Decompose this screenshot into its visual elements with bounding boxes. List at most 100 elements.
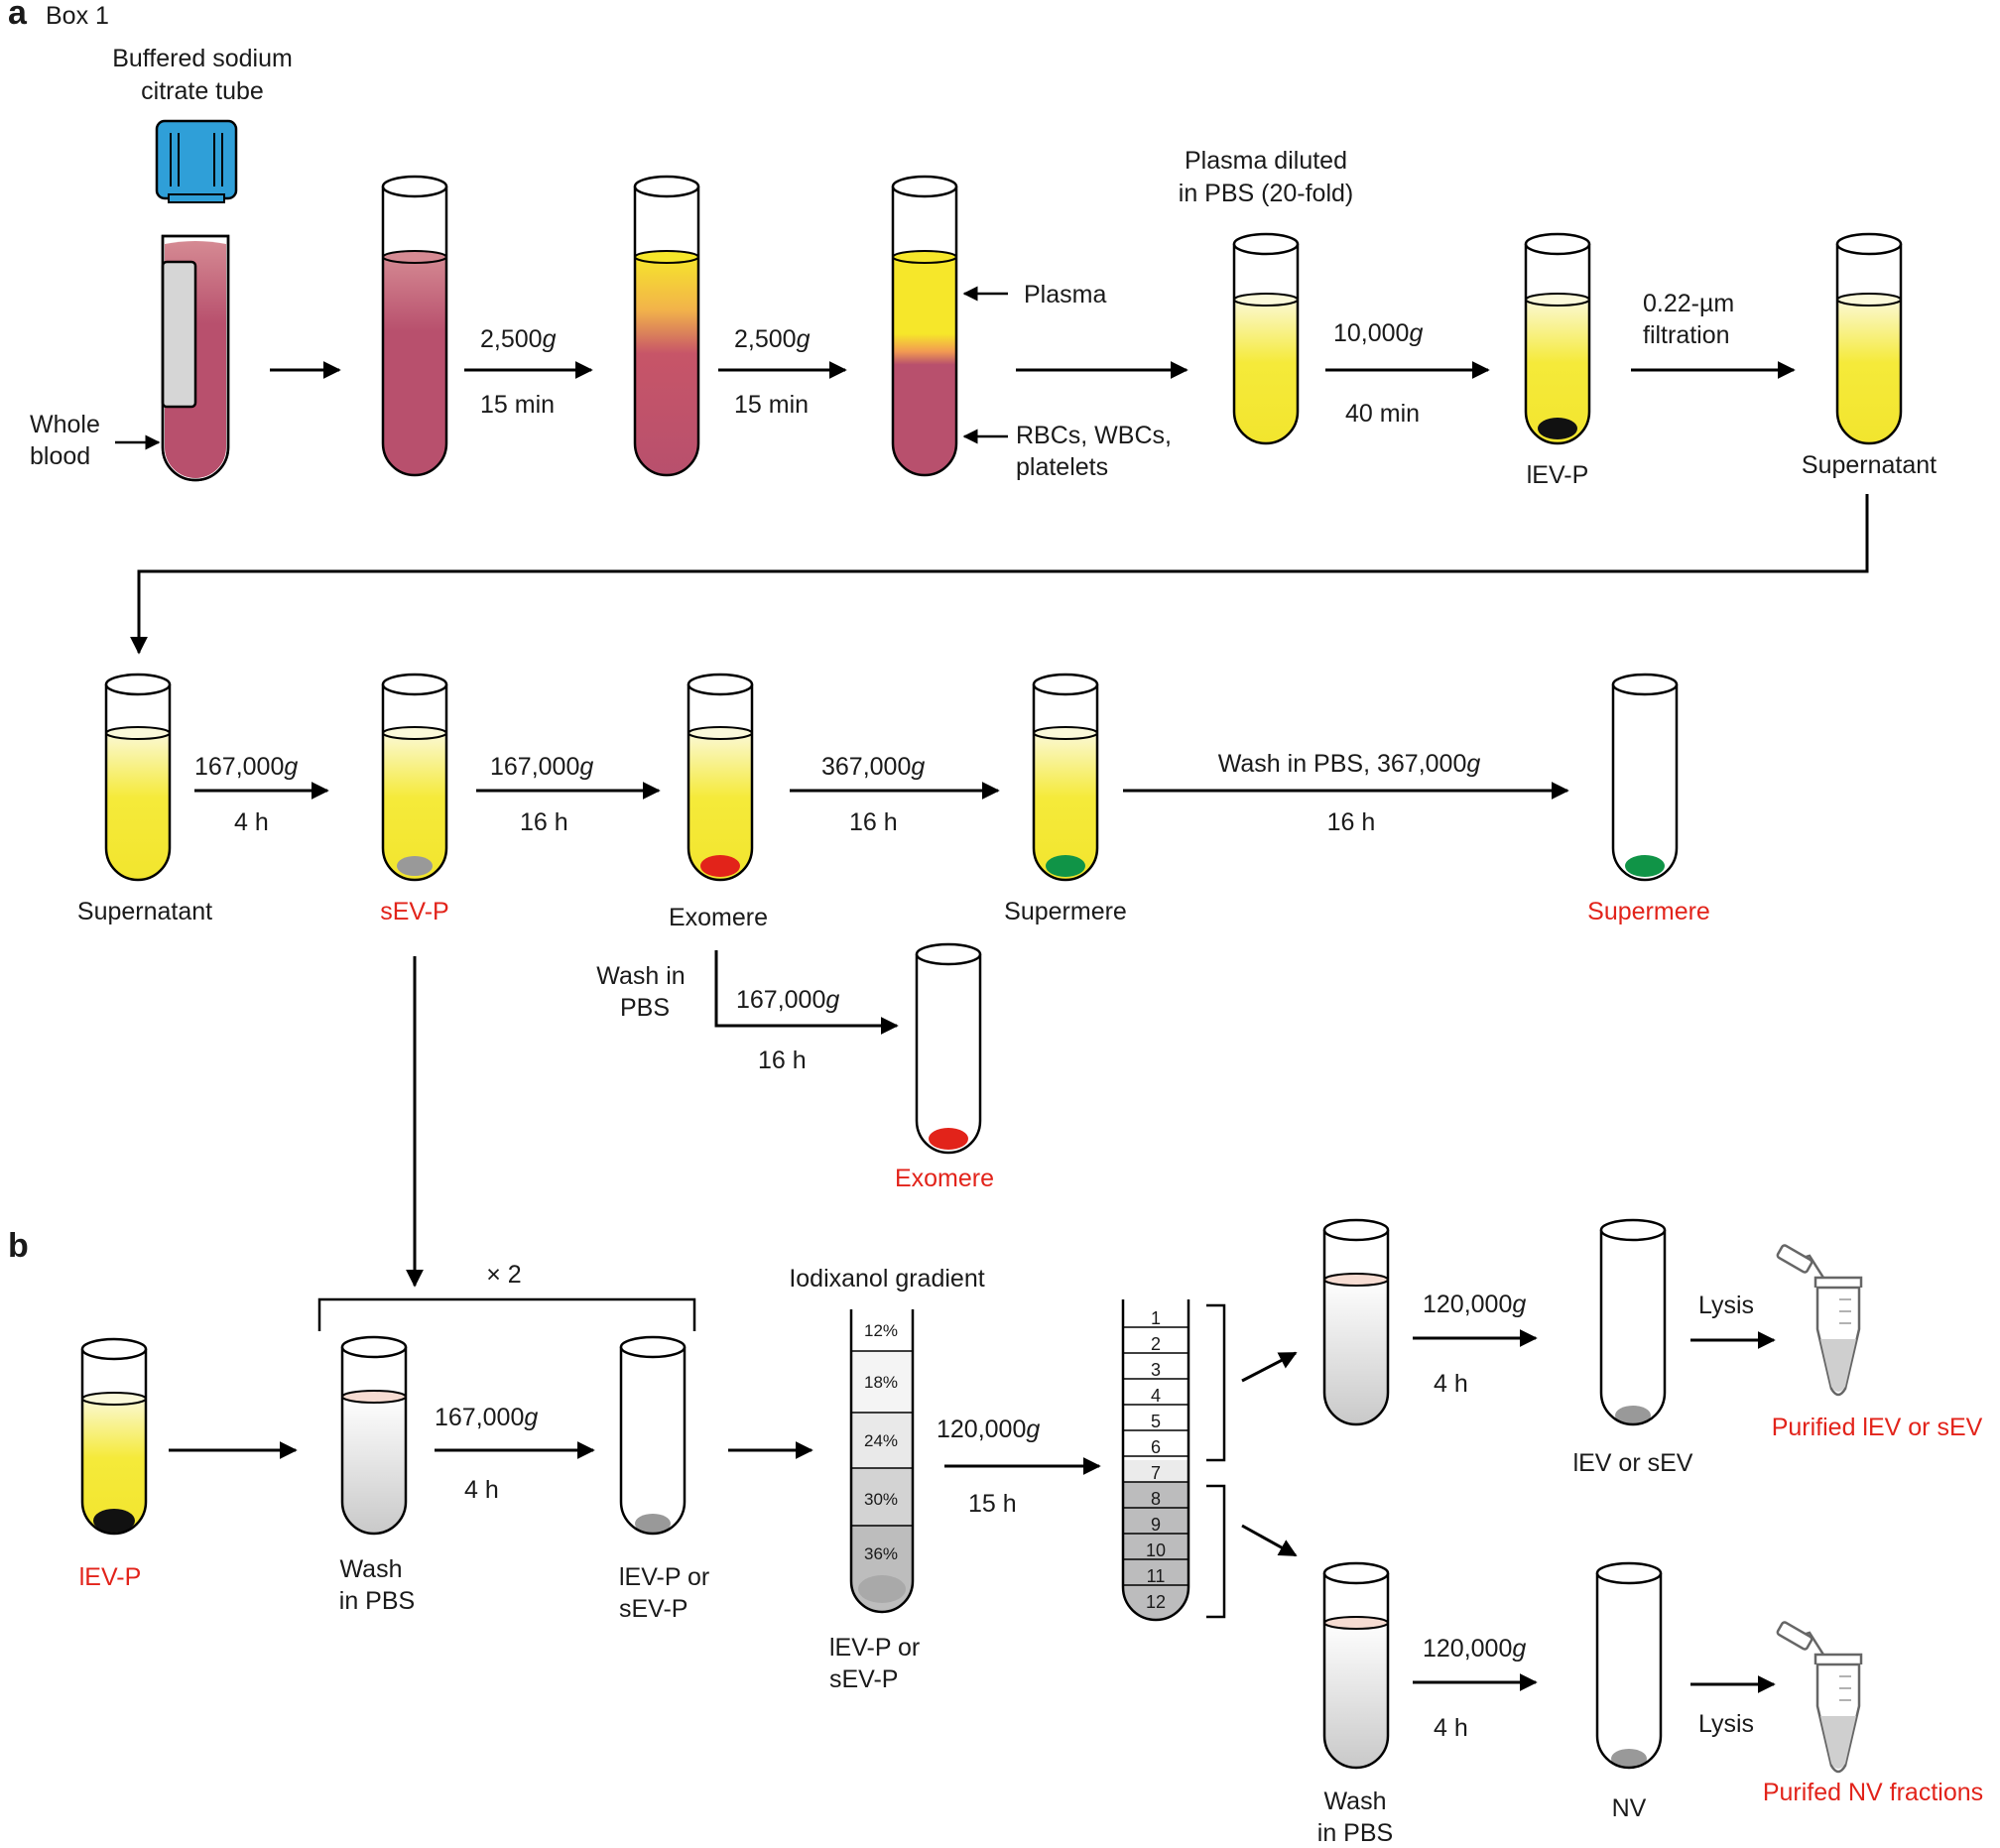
diluted-line1: Plasma diluted [1185, 147, 1347, 175]
fraction-12: 12 [1146, 1592, 1166, 1612]
spin1-force: 2,500g [480, 325, 557, 353]
tube-supermere [1032, 673, 1099, 882]
tube-sev-pellet [381, 673, 448, 882]
whole-blood-line2: blood [30, 442, 90, 470]
panel-a-letter: a [8, 0, 28, 32]
exomere-final-label: Exomere [895, 1165, 994, 1192]
whole-blood-line1: Whole [30, 411, 100, 438]
fraction-9: 9 [1151, 1515, 1161, 1535]
b-spin2-force: 120,000g [937, 1416, 1040, 1443]
lysis-bottom-label: Lysis [1698, 1710, 1754, 1738]
spin4-time: 4 h [234, 808, 269, 836]
spin4-force: 167,000g [194, 753, 298, 781]
fraction-4: 4 [1151, 1386, 1161, 1406]
purified-top-label: Purified lEV or sEV [1772, 1414, 1983, 1441]
arrow-to-top [1241, 1351, 1298, 1383]
citrate-tube [155, 119, 238, 482]
top-spin-force: 120,000g [1423, 1291, 1526, 1318]
spin6-time: 16 h [849, 808, 898, 836]
arrow-to-bottom [1241, 1524, 1298, 1557]
tube-label-line2: citrate tube [141, 77, 264, 105]
cells-line1: RBCs, WBCs, [1016, 422, 1172, 449]
b-pellet-line1: lEV-P or [619, 1563, 709, 1591]
bottom-spin-force: 120,000g [1423, 1635, 1526, 1663]
gradient-sample-line1: lEV-P or [829, 1634, 920, 1662]
b-wash-line1: Wash [340, 1555, 403, 1583]
lev-sev-label: lEV or sEV [1573, 1449, 1693, 1477]
pct-12: 12% [864, 1321, 898, 1340]
box-label: Box 1 [46, 2, 109, 30]
supernatant-label: Supernatant [1802, 451, 1937, 479]
fraction-1: 1 [1151, 1308, 1161, 1328]
b-spin2-time: 15 h [968, 1490, 1017, 1518]
gradient-tube: 12% 18% 24% 30% 36% [849, 1309, 915, 1614]
supermere-final-label: Supermere [1587, 898, 1710, 925]
spin1-time: 15 min [480, 391, 555, 419]
top-spin-time: 4 h [1434, 1370, 1468, 1398]
sev-p-label: sEV-P [380, 898, 448, 925]
fraction-10: 10 [1146, 1540, 1166, 1560]
fraction-2: 2 [1151, 1334, 1161, 1354]
wash-spin-force: Wash in PBS, 367,000g [1218, 750, 1481, 778]
b-pellet [635, 1514, 671, 1534]
spin2-force: 2,500g [734, 325, 811, 353]
exo-wash-line2: PBS [620, 994, 670, 1022]
tube-b-wash [340, 1335, 408, 1536]
exomere-label: Exomere [669, 904, 768, 931]
b-wash-line2: in PBS [339, 1587, 415, 1615]
tube-exomere [687, 673, 754, 882]
spin5-time: 16 h [520, 808, 568, 836]
tube-supernatant-2 [104, 673, 172, 882]
exomere-pellet [700, 855, 740, 877]
spin7-time: 16 h [758, 1047, 807, 1074]
times-two-label: × 2 [486, 1261, 521, 1289]
lev-p-label: lEV-P [1527, 461, 1589, 489]
bracket-bottom-fractions [1206, 1484, 1226, 1619]
gradient-sample-line2: sEV-P [829, 1665, 898, 1693]
supermere-pellet [1046, 855, 1085, 877]
layer-12 [851, 1309, 913, 1351]
b-lev-p-label: lEV-P [79, 1563, 142, 1591]
bracket-top-fractions [1206, 1303, 1226, 1462]
fraction-7: 7 [1151, 1463, 1161, 1483]
supernatant-2-label: Supernatant [77, 898, 212, 925]
spin2-time: 15 min [734, 391, 809, 419]
tube-separated [891, 175, 958, 477]
blue-cap [155, 119, 238, 200]
tube-supermere-washed [1611, 673, 1679, 882]
eppendorf-tube-top [1776, 1244, 1863, 1397]
exo-wash-line1: Wash in [596, 962, 685, 990]
tube-diluted-plasma [1232, 232, 1300, 445]
layer-30 [851, 1468, 913, 1526]
supermere-final-pellet [1625, 855, 1665, 877]
exomere-final-pellet [929, 1128, 968, 1150]
tube-whole-blood [381, 175, 448, 477]
tube-exomere-washed [915, 942, 982, 1155]
pct-36: 36% [864, 1544, 898, 1563]
tube-top-wash [1322, 1218, 1390, 1426]
tube-b-pellet [619, 1335, 687, 1536]
pct-24: 24% [864, 1431, 898, 1450]
diluted-line2: in PBS (20-fold) [1179, 180, 1353, 207]
repeat-bracket [317, 1297, 696, 1331]
bottom-spin-time: 4 h [1434, 1714, 1468, 1742]
lysis-top-label: Lysis [1698, 1292, 1754, 1319]
tube-b-lev [80, 1337, 148, 1536]
supermere-label: Supermere [1004, 898, 1127, 925]
spin7-force: 167,000g [736, 986, 839, 1014]
cells-line2: platelets [1016, 453, 1108, 481]
spin5-force: 167,000g [490, 753, 593, 781]
spin6-force: 367,000g [821, 753, 925, 781]
plasma-label: Plasma [1024, 281, 1106, 308]
tube-bottom-wash [1322, 1561, 1390, 1770]
fraction-3: 3 [1151, 1360, 1161, 1380]
tube-bottom-pellet [1595, 1561, 1663, 1770]
connector-arrow [130, 494, 1869, 655]
b-spin1-force: 167,000g [435, 1404, 538, 1431]
layer-24 [851, 1413, 913, 1468]
lev-pellet [1538, 418, 1577, 439]
b-spin1-time: 4 h [464, 1476, 499, 1504]
fraction-5: 5 [1151, 1412, 1161, 1431]
